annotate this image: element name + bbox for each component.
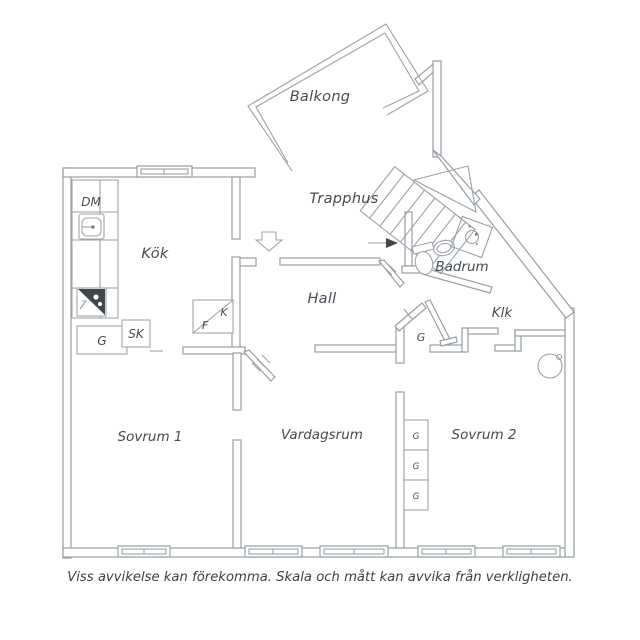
window-sovrum2-2 <box>502 545 561 558</box>
room-label-sovrum1: Sovrum 1 <box>118 429 183 445</box>
room-label-klk: Klk <box>492 305 514 321</box>
room-label-badrum: Badrum <box>435 259 488 275</box>
label-wardrobe-2: G <box>413 462 420 472</box>
entrance-arrow-icon <box>254 231 284 252</box>
room-label-trapphus: Trapphus <box>309 191 378 207</box>
wall-klk-sovrum2 <box>514 329 566 337</box>
label-wardrobe-1: G <box>413 432 420 442</box>
room-label-balkong: Balkong <box>290 89 351 105</box>
label-cabinet-g: G <box>97 334 106 348</box>
disclaimer-text: Viss avvikelse kan förekomma. Skala och … <box>67 568 573 585</box>
klk-door-leaf <box>424 299 453 346</box>
room-label-kok: Kök <box>141 246 168 262</box>
fixture-labels: DM G SK F K G G G G <box>81 195 425 502</box>
interior-walls <box>182 176 566 549</box>
corner-stove <box>537 353 563 379</box>
doors <box>242 259 458 382</box>
label-cabinet-sk: SK <box>128 327 145 341</box>
toilet <box>411 241 435 275</box>
wall-outer-left <box>62 167 72 559</box>
stair-direction-arrow <box>386 238 398 248</box>
badrum-door-leaf <box>377 259 405 288</box>
label-fridge: F <box>202 319 209 332</box>
room-label-vardagsrum: Vardagsrum <box>281 427 363 443</box>
balcony-walls <box>247 23 429 172</box>
window-sovrum1 <box>117 545 171 558</box>
window-vardagsrum-2 <box>319 545 389 558</box>
window-sovrum2-1 <box>417 545 476 558</box>
wall-vardagsrum-sovrum2 <box>395 391 405 549</box>
wall-outer-right <box>564 307 575 558</box>
cabinet-g <box>76 325 128 355</box>
window-vardagsrum-1 <box>244 545 303 558</box>
cabinet-sk <box>121 319 151 348</box>
staircase <box>359 165 477 275</box>
wall-hall-trapphus <box>279 257 381 266</box>
fridge-freezer-unit <box>192 299 234 334</box>
wall-badrum-west <box>404 211 413 267</box>
kitchen-counter <box>71 179 119 319</box>
wall-sovrum1-vardagsrum <box>232 352 242 411</box>
kitchen-sink <box>78 213 105 240</box>
windows <box>117 165 561 558</box>
stove <box>76 287 107 317</box>
klk-door-foot <box>439 336 458 347</box>
label-dishwasher: DM <box>81 195 101 209</box>
window-kitchen <box>136 165 193 178</box>
room-label-hall: Hall <box>307 291 336 307</box>
shower <box>450 215 494 259</box>
vardagsrum-door-leaf <box>242 349 276 382</box>
wall-outer-diagonal <box>470 189 575 319</box>
wardrobe-column <box>403 419 429 511</box>
wall-stairwell-c <box>432 149 481 206</box>
stair-winder <box>412 165 477 213</box>
bathroom-sink <box>433 239 455 257</box>
room-label-sovrum2: Sovrum 2 <box>452 427 517 443</box>
room-labels: Balkong Trapphus Kök Hall Badrum Klk Sov… <box>118 89 517 445</box>
bathroom-fixtures <box>411 215 494 275</box>
label-hall-closet: G <box>417 331 426 344</box>
label-wardrobe-3: G <box>413 492 420 502</box>
label-freezer: K <box>220 306 228 319</box>
wall-stairwell-b <box>432 60 442 158</box>
wall-hall-south <box>314 344 399 353</box>
kitchen-cabinets <box>76 319 163 355</box>
